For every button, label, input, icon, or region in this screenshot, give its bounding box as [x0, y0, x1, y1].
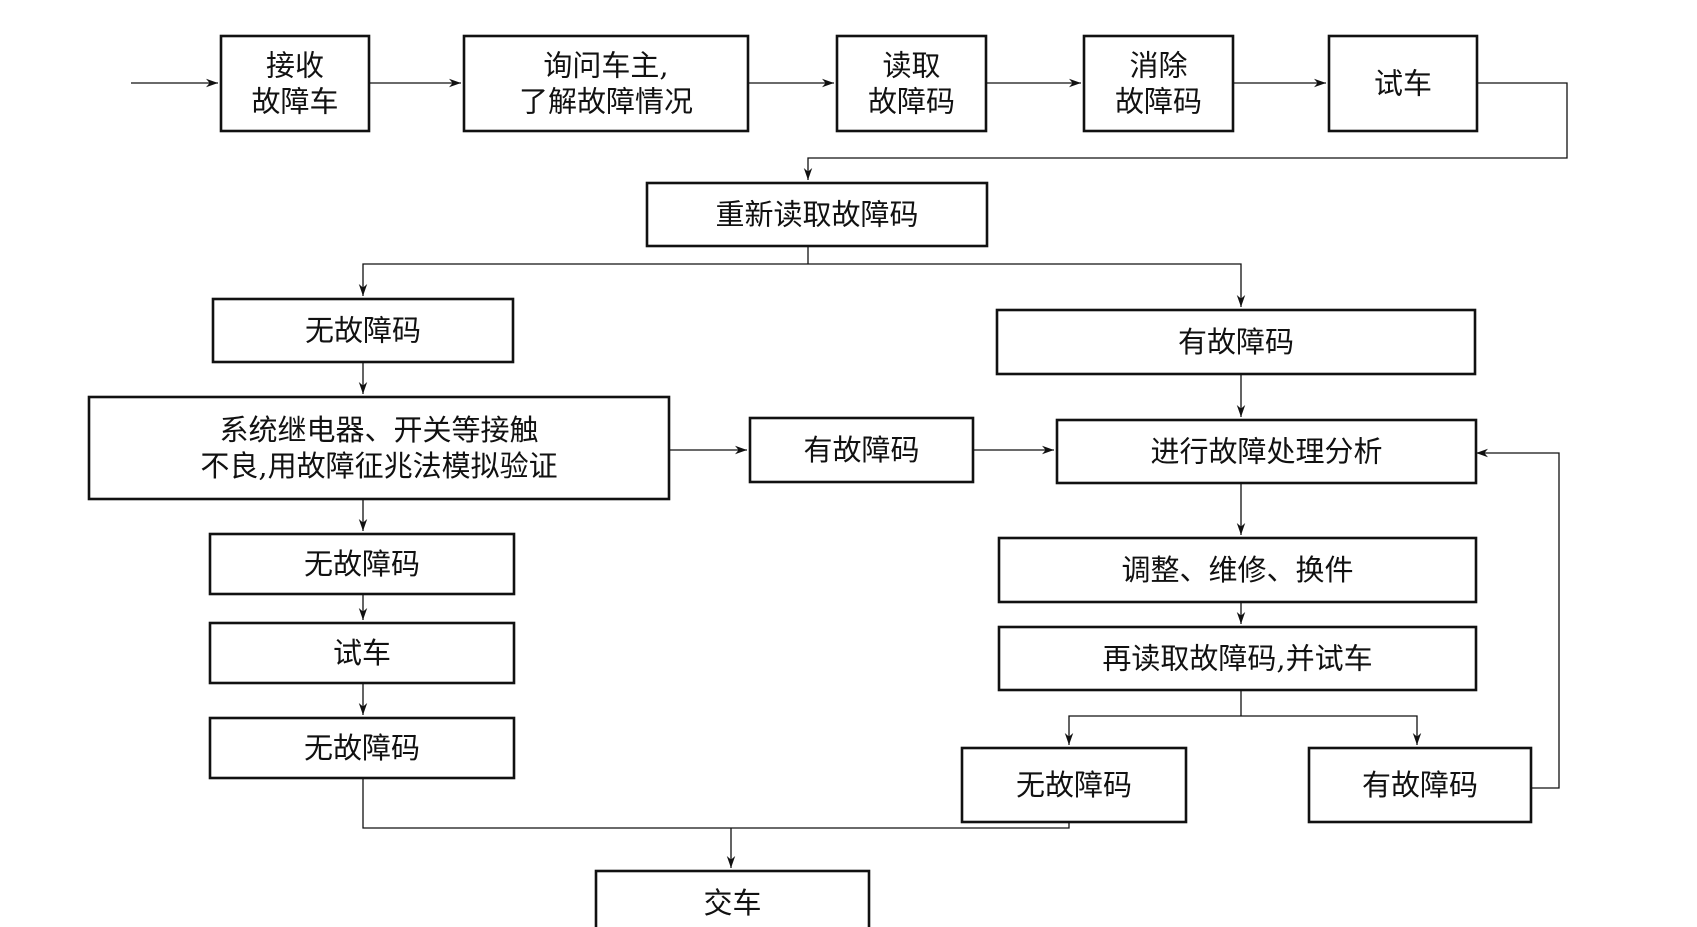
node-label-line: 进行故障处理分析 — [1150, 435, 1382, 469]
node-label-line: 无故障码 — [1016, 768, 1132, 802]
arrow-reread2-hascode3 — [1241, 715, 1422, 745]
arrow-reread2-nocode4 — [1064, 715, 1241, 745]
node-has-code-1: 有故障码 — [995, 308, 1477, 376]
node-has-code-3: 有故障码 — [1307, 746, 1533, 824]
node-label-line: 询问车主, — [543, 49, 668, 83]
node-no-code-3: 无故障码 — [208, 716, 516, 780]
node-test-drive-1: 试车 — [1327, 34, 1479, 133]
node-label-line: 无故障码 — [304, 547, 420, 581]
connectors — [131, 78, 1568, 868]
node-label-line: 重新读取故障码 — [715, 198, 918, 232]
node-label-line: 有故障码 — [803, 433, 919, 467]
node-label-line: 故障码 — [1115, 85, 1202, 119]
node-label-line: 读取 — [882, 49, 940, 83]
node-has-code-2: 有故障码 — [748, 416, 975, 484]
loop-hascode3-analyze — [1476, 448, 1560, 789]
node-label-line: 接收 — [266, 49, 324, 83]
node-label-line: 无故障码 — [305, 314, 421, 348]
node-label-line: 调整、维修、换件 — [1121, 553, 1353, 587]
node-label-line: 有故障码 — [1362, 768, 1478, 802]
node-no-code-2: 无故障码 — [208, 532, 516, 596]
node-label-line: 故障车 — [251, 85, 338, 119]
node-label-line: 了解故障情况 — [519, 85, 693, 119]
node-adjust-repair-replace: 调整、维修、换件 — [997, 536, 1478, 604]
node-label-line: 交车 — [703, 886, 761, 920]
arrow-reread-hascode — [808, 263, 1246, 307]
node-label-line: 系统继电器、开关等接触 — [219, 413, 538, 447]
node-label-line: 不良,用故障征兆法模拟验证 — [200, 449, 557, 483]
node-reread-and-test: 再读取故障码,并试车 — [997, 625, 1478, 692]
arrow-reread-nocode — [358, 263, 808, 296]
node-label-line: 试车 — [1374, 67, 1432, 101]
merge-left-to-deliver — [362, 778, 1070, 829]
node-fault-analysis: 进行故障处理分析 — [1055, 418, 1478, 485]
node-deliver-vehicle: 交车 — [594, 869, 871, 927]
arrow-test-reread — [803, 82, 1568, 180]
node-no-code-1: 无故障码 — [211, 297, 515, 364]
node-no-code-4: 无故障码 — [960, 746, 1188, 824]
node-label-line: 无故障码 — [304, 731, 420, 765]
node-label-line: 再读取故障码,并试车 — [1102, 642, 1372, 676]
node-label-line: 试车 — [333, 636, 391, 670]
node-inquire-owner: 询问车主,了解故障情况 — [462, 34, 750, 133]
node-label-line: 消除 — [1129, 49, 1187, 83]
node-label-line: 故障码 — [868, 85, 955, 119]
node-read-codes: 读取故障码 — [835, 34, 988, 133]
node-label-line: 有故障码 — [1178, 325, 1294, 359]
node-reread-codes: 重新读取故障码 — [645, 181, 989, 248]
node-test-drive-2: 试车 — [208, 621, 516, 685]
